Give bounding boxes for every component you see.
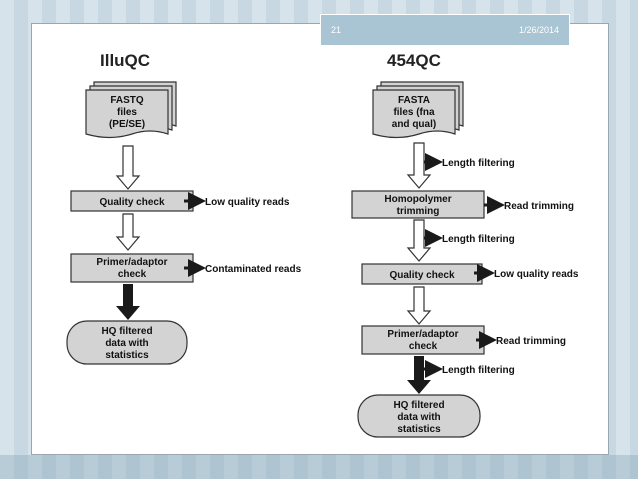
454qc-arrow-down-solid	[407, 356, 431, 394]
454qc-low-quality-label: Low quality reads	[494, 269, 579, 280]
slide-bottom-band	[0, 455, 638, 479]
illuqc-result-line3: statistics	[105, 350, 149, 361]
illuqc-result-line1: HQ filtered	[101, 326, 152, 337]
454qc-arrow-down-1	[406, 142, 432, 189]
illuqc-input-line2: files	[117, 107, 137, 118]
illuqc-input-line1: FASTQ	[110, 95, 144, 106]
454qc-primer-adaptor-box	[361, 325, 485, 355]
slide-date: 1/26/2014	[518, 25, 559, 35]
454qc-result-line3: statistics	[397, 424, 441, 435]
454qc-result-line2: data with	[397, 412, 440, 423]
illuqc-primer-label-line1: Primer/adaptor	[96, 257, 167, 268]
454qc-homopolymer-line1: Homopolymer	[384, 194, 451, 205]
illuqc-arrow-down-solid	[116, 284, 140, 320]
illuqc-quality-check-label: Quality check	[99, 197, 164, 208]
454qc-primer-line1: Primer/adaptor	[387, 329, 458, 340]
454qc-arrow-down-3	[406, 286, 432, 325]
illuqc-primer-label-line2: check	[118, 269, 147, 280]
454qc-result-line1: HQ filtered	[393, 400, 444, 411]
454qc-primer-line2: check	[409, 341, 438, 352]
454qc-input-line2: files (fna	[393, 107, 435, 118]
454qc-title: 454QC	[387, 51, 441, 70]
454qc-homopolymer-line2: trimming	[397, 206, 440, 217]
454qc-homopolymer-box	[351, 190, 485, 219]
illuqc-result-terminal	[66, 320, 188, 365]
illuqc-contaminated-label: Contaminated reads	[205, 264, 302, 275]
454qc-length-filter-2: Length filtering	[442, 234, 515, 245]
illuqc-result-line2: data with	[105, 338, 148, 349]
454qc-length-filter-3: Length filtering	[442, 365, 515, 376]
illuqc-arrow-down-2	[115, 213, 141, 251]
454qc-input-files: FASTA files (fna and qual)	[372, 81, 464, 139]
454qc-arrow-down-2	[406, 219, 432, 262]
454qc-length-filter-1: Length filtering	[442, 158, 515, 169]
454qc-result-terminal	[357, 394, 481, 438]
slide-number: 21	[331, 25, 342, 35]
slide-header-box: 21 1/26/2014	[320, 14, 570, 46]
454qc-quality-check-label: Quality check	[389, 270, 454, 281]
454qc-input-line1: FASTA	[398, 95, 430, 106]
illuqc-input-line3: (PE/SE)	[109, 119, 145, 130]
illuqc-title: IlluQC	[100, 51, 150, 70]
illuqc-input-files: FASTQ files (PE/SE)	[85, 81, 177, 139]
454qc-read-trimming-1: Read trimming	[504, 201, 574, 212]
454qc-input-line3: and qual)	[392, 119, 436, 130]
illuqc-arrow-down-1	[115, 145, 141, 190]
454qc-read-trimming-2: Read trimming	[496, 336, 566, 347]
illuqc-low-quality-label: Low quality reads	[205, 197, 290, 208]
